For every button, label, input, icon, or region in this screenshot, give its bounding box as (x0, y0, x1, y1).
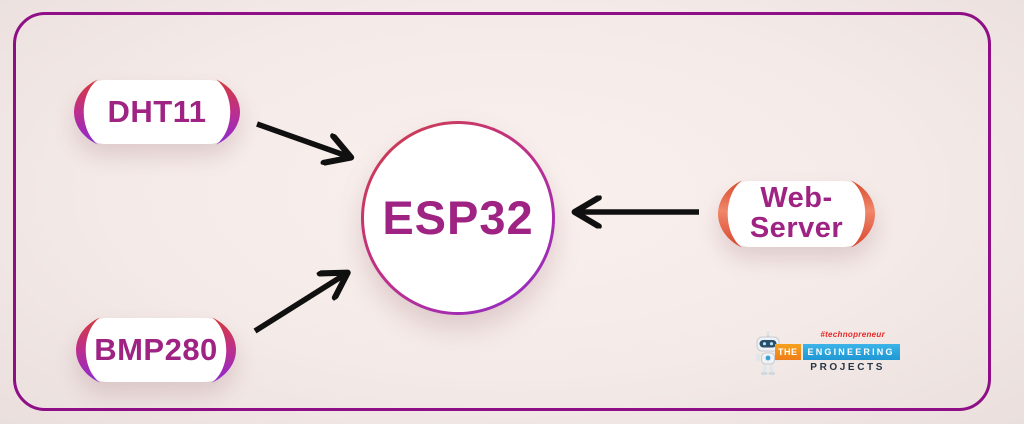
node-webserver-label-line1: Web- (760, 182, 833, 215)
logo-wordmark: THE ENGINEERING (775, 344, 900, 360)
node-dht11-label: DHT11 (107, 94, 207, 130)
node-bmp280-body (76, 318, 236, 382)
logo-word-engineering: ENGINEERING (802, 344, 900, 360)
brand-logo: #technopreneur THE ENGINEERING PROJECTS (753, 327, 900, 379)
node-dht11: DHT11 (60, 79, 254, 145)
node-dht11-body (74, 80, 240, 144)
node-bmp280-label: BMP280 (94, 332, 218, 368)
logo-word-the: THE (775, 344, 801, 360)
node-webserver-body (718, 181, 875, 247)
node-bmp280: BMP280 (62, 317, 250, 383)
diagram-frame-border (13, 12, 991, 411)
node-webserver-label-line2: Server (749, 212, 844, 244)
node-webserver-label: Web- Server (704, 181, 889, 247)
node-esp32: ESP32 (361, 121, 555, 315)
logo-tagline: #technopreneur (820, 330, 885, 339)
node-esp32-label: ESP32 (382, 191, 534, 245)
node-webserver: Web- Server (704, 180, 889, 248)
logo-word-projects: PROJECTS (810, 362, 885, 373)
